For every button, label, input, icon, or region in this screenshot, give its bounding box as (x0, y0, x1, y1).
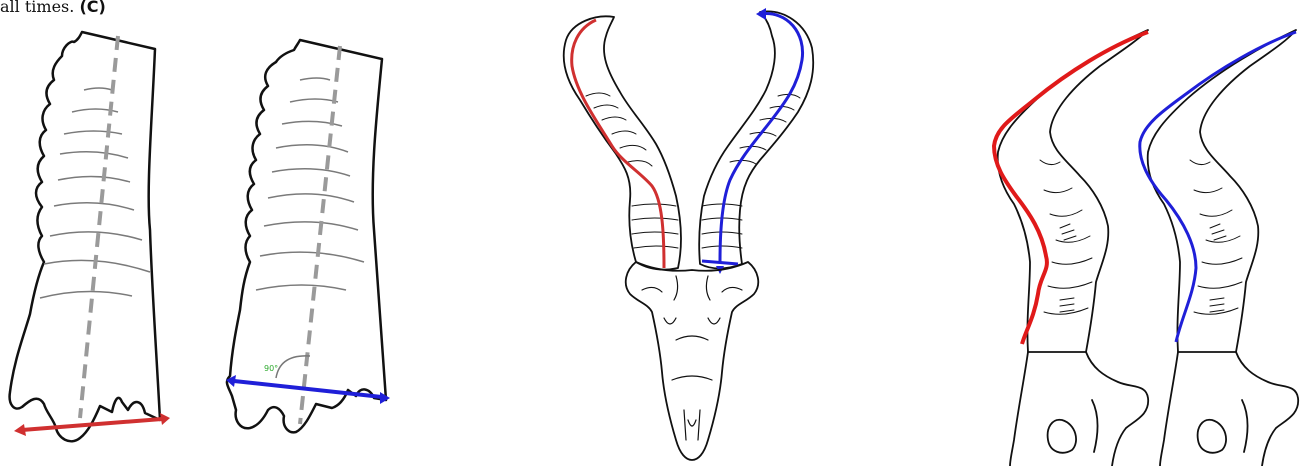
lateral-right-horn-line-blue (1140, 32, 1296, 342)
horn-sheath-1 (10, 32, 170, 441)
right-horn-base-arrow (702, 261, 738, 264)
left-horn-length-line (572, 20, 664, 268)
right-horn-length-line (720, 14, 803, 262)
skull-frontal (564, 8, 814, 460)
horn-sheath-2-ridges (256, 78, 364, 290)
horn-sheath-2: 90° (226, 40, 390, 432)
horn-sheath-1-outline (10, 32, 160, 441)
lateral-right-horn-outline (1148, 30, 1296, 352)
horn-sheath-2-midline (300, 46, 340, 424)
skull-lateral-right (1140, 30, 1298, 466)
lateral-right-horn-texture (1190, 160, 1242, 314)
skull-lateral-left (994, 30, 1148, 466)
right-angle-label: 90° (264, 364, 278, 373)
horn-sheath-1-midline (80, 36, 118, 418)
lateral-right-skull (1160, 352, 1298, 466)
skull-outline (626, 262, 759, 460)
left-horn-rings (586, 93, 678, 248)
basal-width-arrow-red (14, 413, 170, 436)
skull-details (642, 276, 742, 440)
lateral-left-horn-texture (1040, 160, 1092, 314)
lateral-left-skull (1010, 352, 1148, 466)
right-horn-arrow-top (756, 8, 766, 20)
